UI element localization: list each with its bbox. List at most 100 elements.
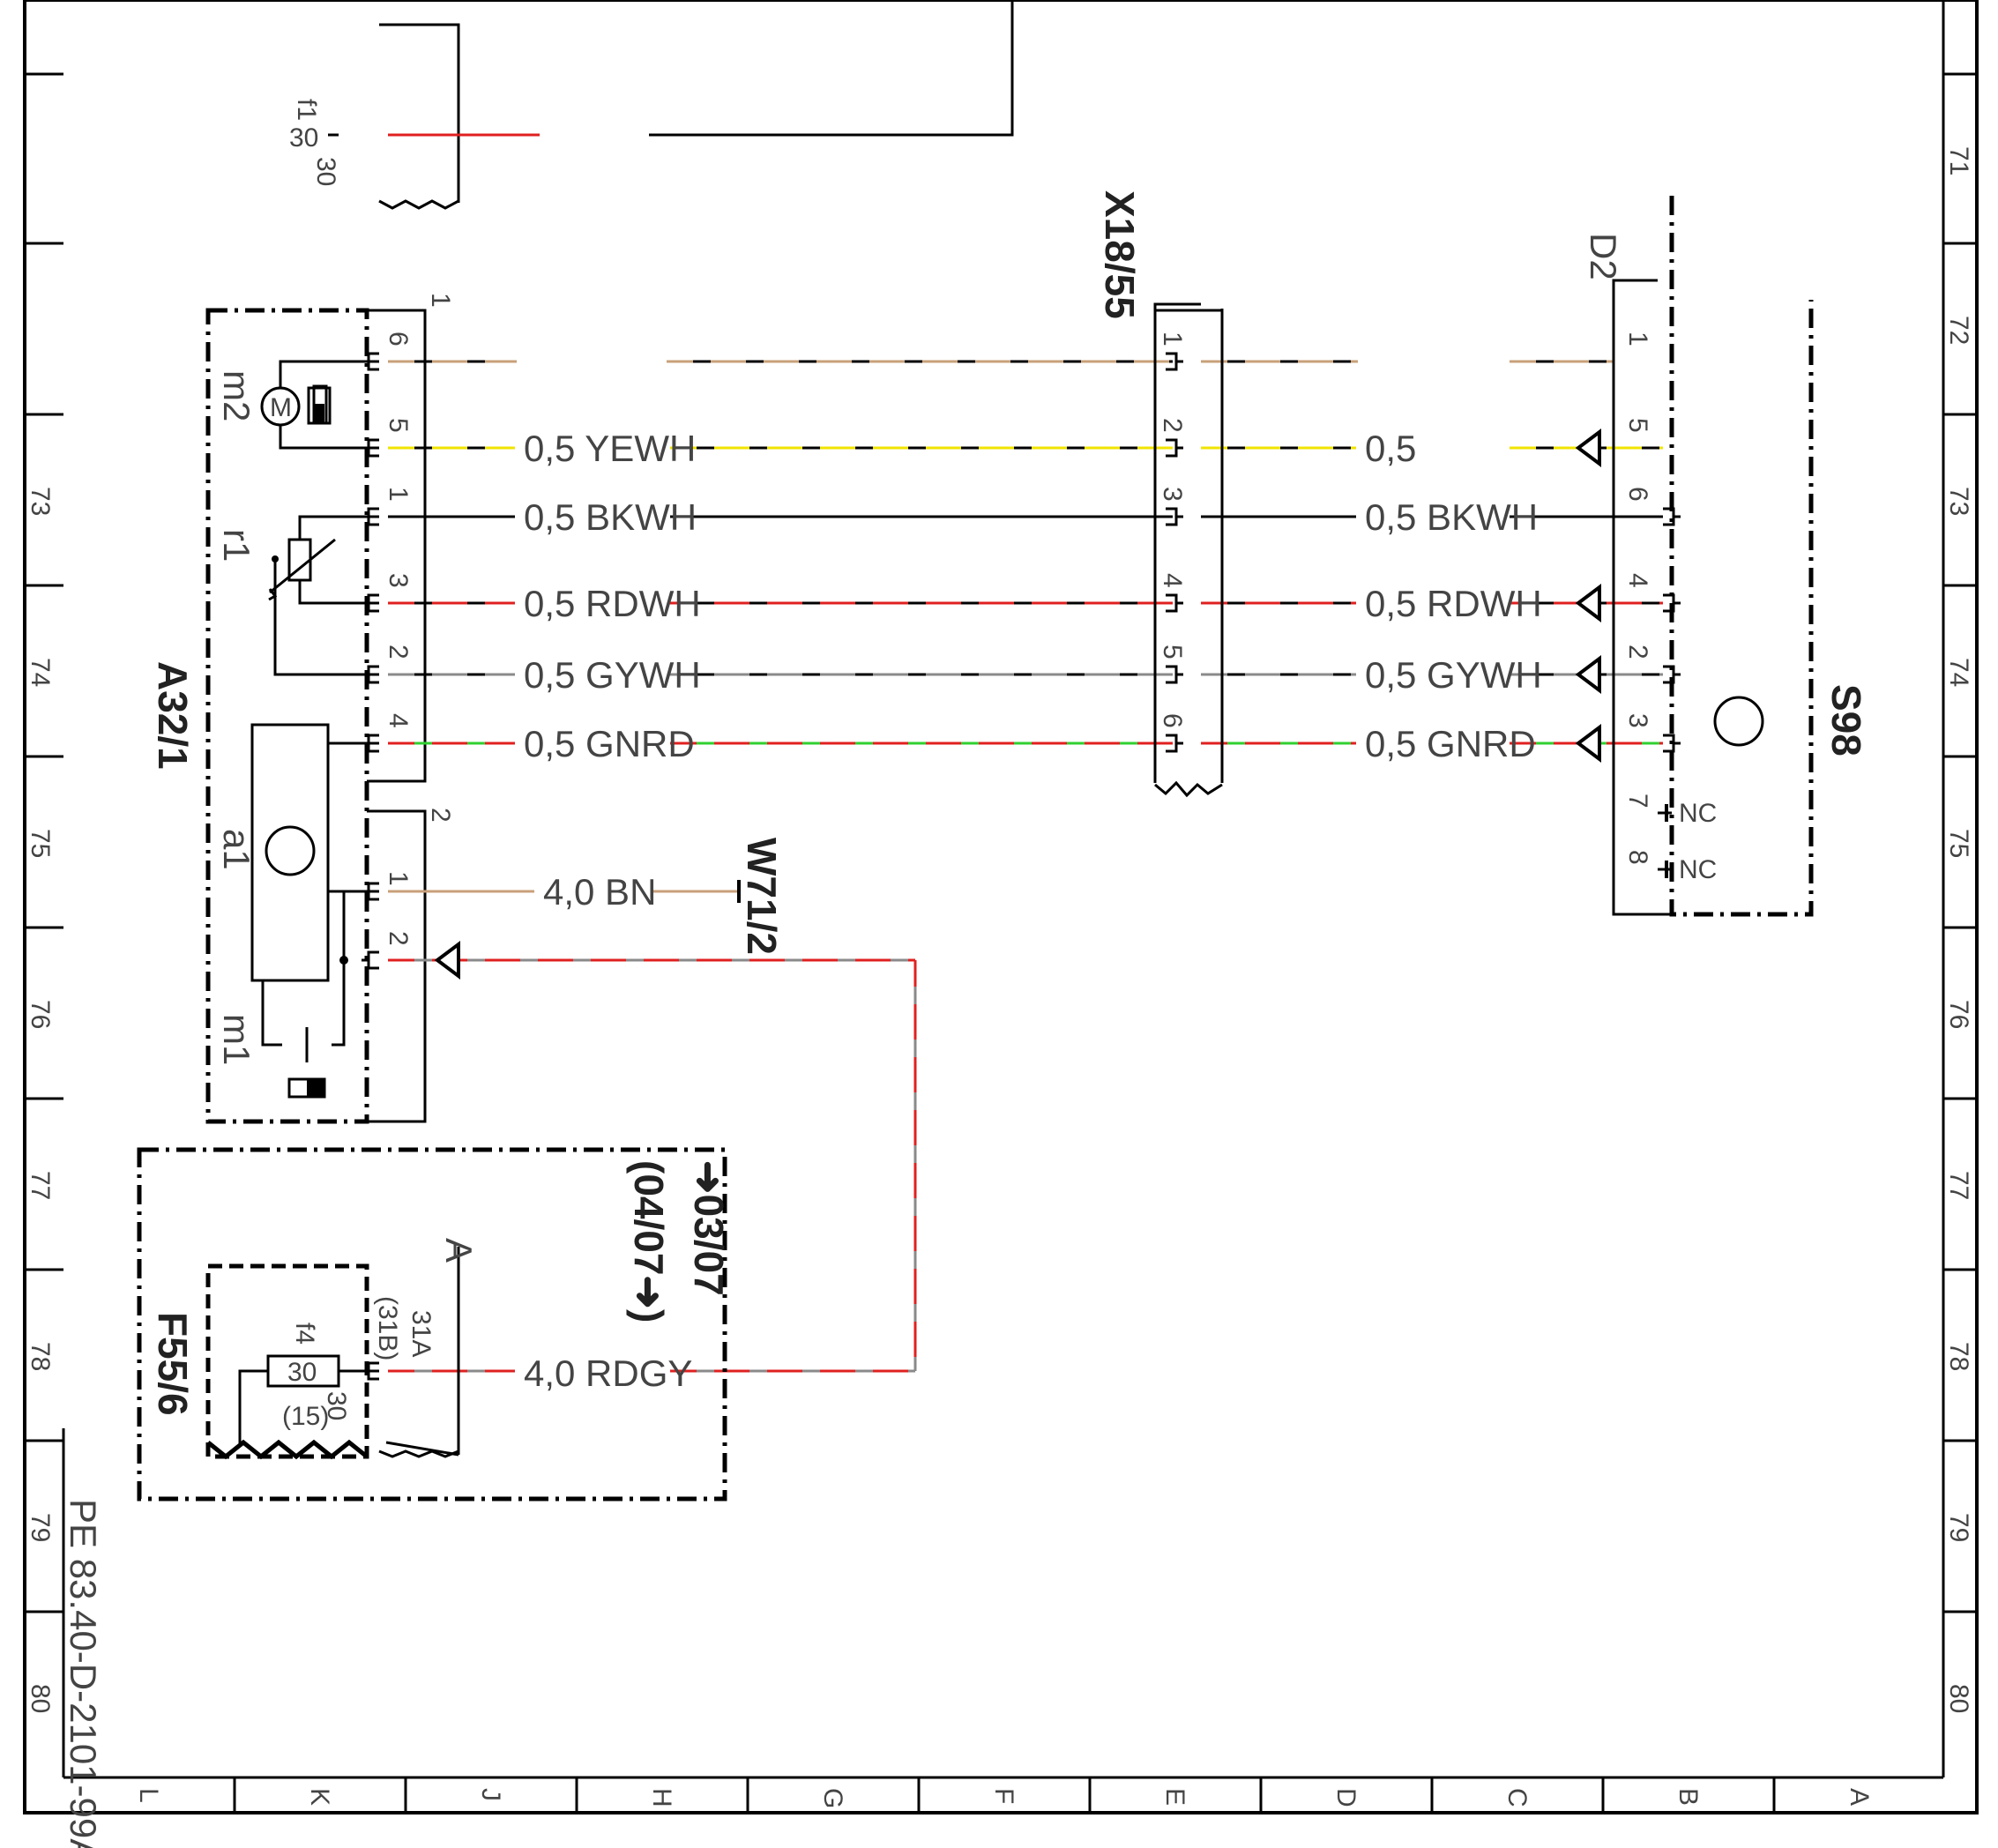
a32-plug2-label: 2 bbox=[426, 808, 455, 823]
col-label-K: K bbox=[305, 1788, 334, 1806]
x18-pin-label-4: 5 bbox=[1158, 645, 1187, 659]
a1-label: a1 bbox=[216, 829, 257, 870]
x18-pin-label-5: 6 bbox=[1158, 713, 1187, 728]
m1-label: m1 bbox=[216, 1014, 257, 1065]
f1-fragment bbox=[328, 0, 1014, 210]
row-label-right-71: 71 bbox=[1944, 146, 1973, 175]
s98-plug bbox=[1612, 279, 1672, 916]
a32-pin-label-4: 2 bbox=[384, 645, 413, 659]
a32-title: A32/1 bbox=[150, 661, 196, 770]
s98-entry-arrow-1 bbox=[1575, 428, 1601, 467]
r1-label: r1 bbox=[216, 529, 257, 562]
row-label-left-76: 76 bbox=[26, 1000, 55, 1029]
s98-pin-label-1: 5 bbox=[1623, 418, 1652, 433]
wire-label-left-1: 0,5 YEWH bbox=[524, 428, 696, 469]
wire-label-right-4: 0,5 GYWH bbox=[1365, 654, 1542, 696]
fuse-id: f4 bbox=[290, 1323, 319, 1345]
wire-label-left-3: 0,5 RDWH bbox=[524, 583, 701, 624]
validity-to: (04/07➜) bbox=[626, 1160, 672, 1323]
row-label-right-72: 72 bbox=[1944, 316, 1973, 345]
a32-bn-pin: 1 bbox=[384, 871, 413, 886]
a32-pin-label-3: 3 bbox=[384, 573, 413, 588]
f55-outer-box bbox=[137, 1147, 727, 1502]
row-label-right-74: 74 bbox=[1944, 658, 1973, 687]
s98-entry-arrow-3 bbox=[1575, 584, 1601, 622]
col-label-E: E bbox=[1160, 1788, 1189, 1806]
a32-pin-rd bbox=[367, 950, 379, 970]
a32-rd-arrow bbox=[434, 941, 460, 980]
col-label-B: B bbox=[1674, 1788, 1703, 1806]
x18-pin-label-3: 4 bbox=[1158, 573, 1187, 588]
wire-label-right-3: 0,5 RDWH bbox=[1365, 583, 1542, 624]
row-label-left-74: 74 bbox=[26, 658, 55, 687]
wire-label-left-5: 0,5 GNRD bbox=[524, 723, 695, 764]
a32-box bbox=[205, 308, 369, 1124]
f55-plug-label: A bbox=[438, 1238, 480, 1263]
f1-terminal-1: 30 bbox=[289, 123, 318, 153]
col-label-D: D bbox=[1331, 1788, 1361, 1807]
a32-pin-label-5: 4 bbox=[384, 713, 413, 728]
wire-label-right-2: 0,5 BKWH bbox=[1365, 496, 1538, 538]
a32-pin-label-0: 6 bbox=[384, 332, 413, 346]
a32-plug1-label: 1 bbox=[426, 293, 455, 308]
f55-inner-box bbox=[205, 1263, 369, 1459]
row-label-right-76: 76 bbox=[1944, 1000, 1973, 1029]
harness-wires: 6 1 1 5 2 5 0,5 YEWH 0,5 1 3 6 0,5 BKWH 0,5 BKWH 3 4 4 0… bbox=[362, 332, 1681, 1381]
bn-wire-label: 4,0 BN bbox=[543, 871, 656, 913]
m2-label: m2 bbox=[216, 370, 257, 421]
row-label-right-77: 77 bbox=[1944, 1171, 1973, 1200]
row-label-right-79: 79 bbox=[1944, 1513, 1973, 1542]
s98-pin-label-2: 6 bbox=[1623, 487, 1652, 502]
f1-terminal-2: 30 bbox=[311, 157, 340, 186]
col-label-J: J bbox=[476, 1788, 505, 1801]
s98-pin-label-3: 4 bbox=[1623, 573, 1652, 588]
row-label-left-77: 77 bbox=[26, 1171, 55, 1200]
col-label-L: L bbox=[134, 1788, 163, 1803]
f55-ground-zigzag bbox=[206, 1439, 369, 1460]
w71-title: W71/2 bbox=[739, 838, 785, 955]
frame bbox=[23, 0, 1979, 1814]
wire-label-right-5: 0,5 GNRD bbox=[1365, 723, 1536, 764]
s98-extra-pin-label-8: 8 bbox=[1623, 850, 1652, 865]
f55-term-b: (31B) bbox=[373, 1296, 402, 1360]
a32-internals bbox=[250, 360, 379, 1099]
x18-connector bbox=[1153, 302, 1224, 798]
a32-connector-bracket bbox=[367, 309, 427, 1123]
nc-pin-8: NC bbox=[1679, 855, 1717, 884]
s98-pin-label-0: 1 bbox=[1623, 332, 1652, 346]
s98-extra-pin-label-7: 7 bbox=[1623, 794, 1652, 808]
row-label-right-78: 78 bbox=[1944, 1342, 1973, 1371]
wire-label-right-1: 0,5 bbox=[1365, 428, 1416, 469]
f55-term-c: 30 bbox=[322, 1391, 351, 1420]
a32-pin-label-2: 1 bbox=[384, 487, 413, 502]
row-label-left-73: 73 bbox=[26, 487, 55, 516]
col-label-H: H bbox=[647, 1788, 676, 1807]
transistor-a1-icon bbox=[265, 825, 316, 876]
a32-pin-label-1: 5 bbox=[384, 418, 413, 433]
m2-motor-letter: M bbox=[270, 393, 292, 422]
rdgy-wire-label: 4,0 RDGY bbox=[524, 1352, 692, 1394]
wire-label-left-4: 0,5 GYWH bbox=[524, 654, 701, 696]
a32-rd-pin: 2 bbox=[384, 931, 413, 946]
row-label-right-73: 73 bbox=[1944, 487, 1973, 516]
fuse-rating: 30 bbox=[287, 1358, 317, 1387]
motor-m2-icon bbox=[260, 386, 301, 427]
row-label-left-75: 75 bbox=[26, 829, 55, 858]
row-label-left-80: 80 bbox=[26, 1684, 55, 1713]
document-id: PE 83.40-D-2101-99AA bbox=[63, 1499, 104, 1848]
validity-from: ➜03/07 bbox=[686, 1160, 732, 1296]
col-label-G: G bbox=[818, 1788, 847, 1808]
s98-entry-arrow-5 bbox=[1575, 724, 1601, 763]
x18-pin-label-1: 2 bbox=[1158, 418, 1187, 433]
wire-label-left-2: 0,5 BKWH bbox=[524, 496, 697, 538]
f1-label: f1 bbox=[292, 99, 321, 121]
col-label-A: A bbox=[1845, 1788, 1874, 1806]
f55-title: F55/6 bbox=[150, 1312, 196, 1416]
nc-pin-7: NC bbox=[1679, 799, 1717, 828]
row-label-left-79: 79 bbox=[26, 1513, 55, 1542]
s98-pin-label-5: 3 bbox=[1623, 713, 1652, 728]
row-label-right-80: 80 bbox=[1944, 1684, 1973, 1713]
s98-box bbox=[1669, 196, 1814, 917]
